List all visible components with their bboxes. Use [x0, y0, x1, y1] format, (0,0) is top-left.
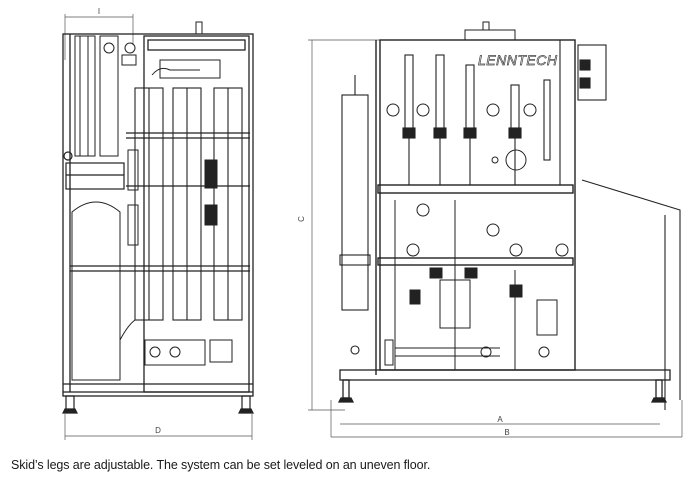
side-tank	[71, 201, 121, 381]
dimension-overall-width	[330, 400, 683, 438]
dimension-label-leg-span: A	[497, 415, 503, 424]
dimension-label-top-width: I	[98, 7, 100, 16]
side-mounted-box	[577, 44, 681, 410]
front-lower-piping	[384, 200, 558, 370]
dimension-height	[308, 39, 380, 411]
technical-drawing: I	[62, 7, 683, 440]
dimension-label-overall-width: B	[504, 428, 509, 437]
front-view: C LENNTECH	[297, 21, 683, 438]
side-braces	[70, 132, 250, 272]
side-pipework	[119, 59, 233, 366]
side-frame	[62, 33, 254, 397]
dimension-label-base-width: D	[155, 426, 161, 435]
front-panel	[375, 39, 576, 375]
dimension-label-height: C	[297, 216, 306, 222]
caption-text: Skid’s legs are adjustable. The system c…	[11, 458, 431, 472]
side-legs	[62, 395, 254, 414]
front-cartridge	[339, 75, 371, 355]
side-membrane-vessels	[134, 87, 243, 321]
brand-logo: LENNTECH	[478, 52, 558, 68]
front-skid-base	[337, 369, 671, 403]
side-control-box	[63, 151, 125, 190]
flow-meters	[402, 40, 561, 185]
side-view: I	[62, 7, 254, 440]
pressure-gauges	[386, 103, 569, 257]
dimension-top-width	[64, 14, 134, 60]
side-instrument-column	[74, 35, 137, 157]
dimension-base-width	[64, 414, 253, 440]
